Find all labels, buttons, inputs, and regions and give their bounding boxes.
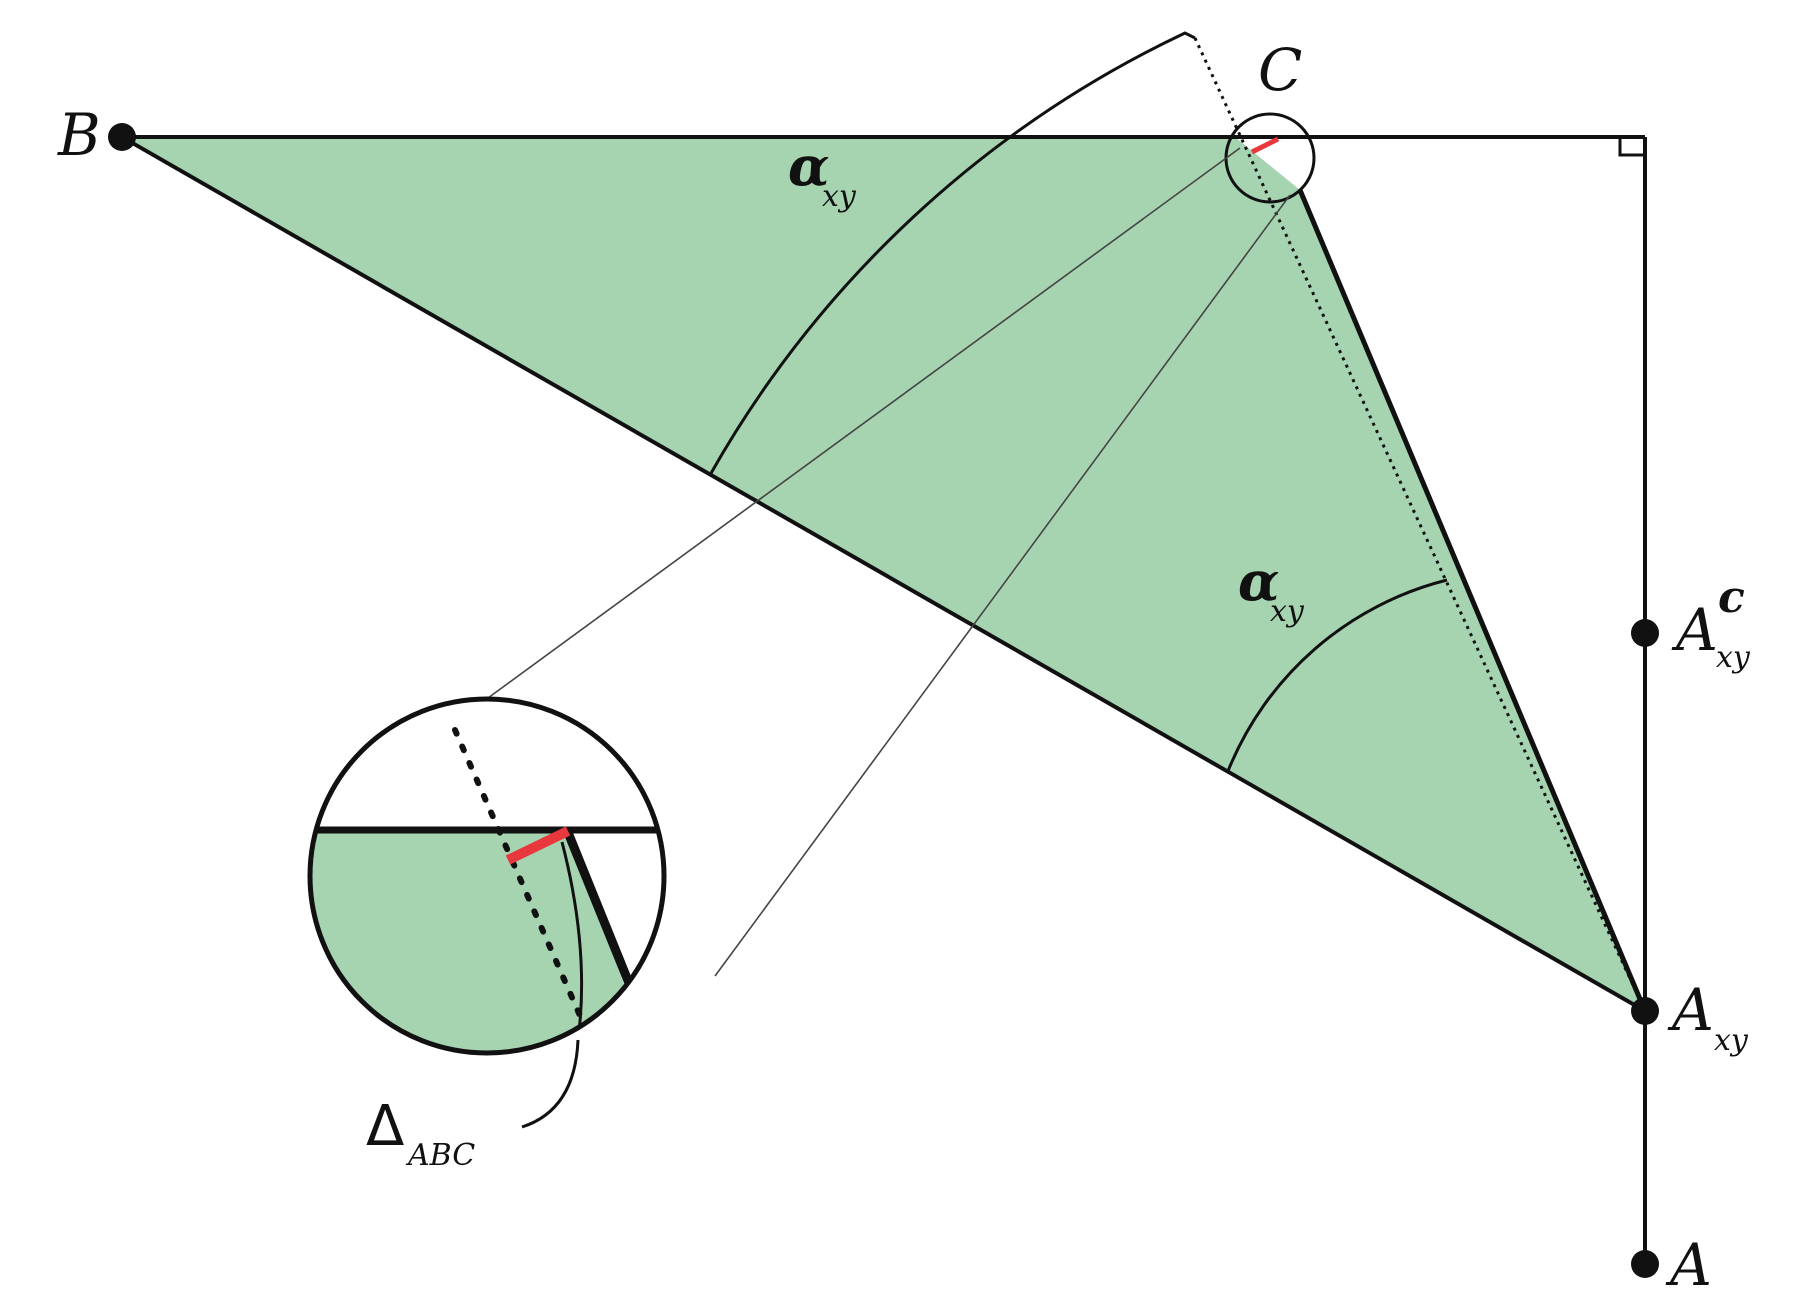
label-a-xy-c-sub: xy <box>1716 640 1751 675</box>
zoom-inset <box>307 696 667 1056</box>
zoom-connector-upper <box>487 147 1241 699</box>
delta-callout-curve <box>521 1039 580 1129</box>
zoom-connector-lower <box>714 194 1291 977</box>
label-a-xy-sub: xy <box>1714 1023 1749 1058</box>
right-angle-marker <box>1618 137 1645 157</box>
dotted-projection-line <box>1193 37 1647 1012</box>
label-a: A <box>1665 1231 1712 1299</box>
label-a-xy-c: A <box>1671 596 1718 664</box>
label-alpha-right: α <box>1238 549 1280 613</box>
label-alpha-right-sub: xy <box>1270 594 1305 629</box>
point-a-xy-c <box>1631 619 1659 647</box>
alpha-arc-large <box>708 31 1196 476</box>
edge-b-axy <box>121 135 1646 1013</box>
label-a-xy-c-sup: c <box>1718 572 1745 623</box>
label-delta-sub: ABC <box>405 1138 475 1173</box>
label-b: B <box>57 101 101 169</box>
label-alpha-top: α <box>788 134 830 198</box>
label-delta: Δ <box>366 1094 404 1159</box>
delta-highlight-small <box>1250 136 1280 155</box>
label-alpha-top-sub: xy <box>822 179 857 214</box>
point-a-xy <box>1631 997 1659 1025</box>
edge-c-axy <box>1297 189 1648 1012</box>
label-c: C <box>1258 36 1302 104</box>
point-a <box>1631 1250 1659 1278</box>
label-a-xy: A <box>1667 976 1714 1044</box>
point-b <box>108 123 136 151</box>
alpha-arc-small <box>1226 578 1448 772</box>
